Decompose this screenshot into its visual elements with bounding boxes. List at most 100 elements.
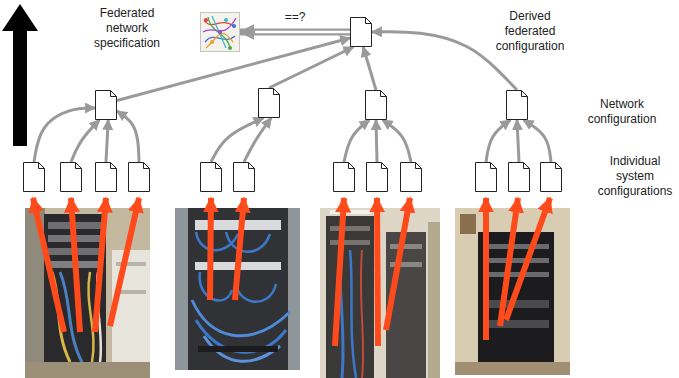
page-outline bbox=[366, 91, 387, 120]
upward-arrow bbox=[2, 4, 38, 146]
thumbnail-dot bbox=[232, 24, 236, 28]
cabinet-photo bbox=[460, 214, 476, 234]
connector-line bbox=[117, 111, 139, 162]
config-document bbox=[475, 162, 497, 192]
config-document bbox=[128, 162, 150, 192]
page-outline bbox=[61, 163, 82, 192]
red-arrow bbox=[335, 198, 344, 346]
room-photo bbox=[350, 250, 356, 378]
page-fold bbox=[556, 163, 562, 169]
connector-group bbox=[34, 32, 551, 162]
page-outline bbox=[234, 163, 255, 192]
thumbnail-dot bbox=[224, 18, 228, 22]
room-photo bbox=[428, 222, 440, 378]
page-outline bbox=[367, 163, 388, 192]
page-fold bbox=[249, 163, 255, 169]
config-document bbox=[95, 162, 117, 192]
connector-line bbox=[244, 118, 271, 162]
page-fold bbox=[381, 91, 387, 97]
cable-photo bbox=[198, 346, 278, 352]
page-fold bbox=[39, 163, 45, 169]
red-arrow bbox=[386, 198, 410, 330]
page-outline bbox=[509, 163, 530, 192]
connector-line bbox=[517, 120, 519, 162]
connector-arrow bbox=[383, 120, 411, 162]
page-outline bbox=[259, 89, 280, 118]
thumbnail-link bbox=[206, 33, 233, 48]
edge-label: ==? bbox=[283, 10, 308, 25]
red-arrow bbox=[210, 198, 211, 300]
rack-photo bbox=[25, 362, 150, 378]
cabinet-photo bbox=[478, 232, 554, 375]
connector-line bbox=[383, 120, 411, 162]
red-arrow bbox=[483, 198, 489, 340]
connector-arrow bbox=[486, 120, 510, 162]
config-document bbox=[258, 88, 280, 118]
connector-arrow bbox=[71, 120, 99, 162]
page-fold bbox=[111, 163, 117, 169]
page-fold bbox=[416, 163, 422, 169]
config-document: Derived federated configuration bbox=[350, 17, 372, 47]
page-outline bbox=[476, 163, 497, 192]
cabinet-photo bbox=[483, 300, 549, 308]
connector-arrow bbox=[344, 120, 369, 162]
connector-arrow bbox=[517, 120, 519, 162]
config-document bbox=[200, 162, 222, 192]
upward-arrow bbox=[2, 4, 38, 146]
connector-line bbox=[486, 120, 510, 162]
document-outline bbox=[333, 162, 355, 192]
document-outline bbox=[366, 162, 388, 192]
connector-line bbox=[376, 120, 377, 162]
cable-photo bbox=[235, 272, 276, 302]
red-arrow bbox=[33, 198, 64, 332]
page-fold bbox=[524, 163, 530, 169]
cabinet-photo bbox=[483, 258, 549, 263]
cabinet-photo bbox=[483, 320, 549, 328]
thumbnail-dot bbox=[218, 30, 222, 34]
connector-line bbox=[269, 47, 353, 88]
thumbnail-dot bbox=[228, 46, 232, 50]
connector-arrow bbox=[376, 120, 377, 162]
connector-line bbox=[372, 32, 517, 90]
room-photo bbox=[390, 244, 422, 249]
node-heading: Federated network specification bbox=[88, 6, 166, 51]
room-photo bbox=[330, 240, 370, 245]
page-fold bbox=[111, 91, 117, 97]
document-outline bbox=[506, 90, 528, 120]
config-document bbox=[23, 162, 45, 192]
connector-arrow bbox=[372, 32, 517, 90]
page-outline bbox=[96, 163, 117, 192]
config-document bbox=[95, 90, 117, 120]
connector-line bbox=[344, 120, 369, 162]
thumbnail-link bbox=[212, 16, 226, 48]
document-outline bbox=[258, 88, 280, 118]
document-outline bbox=[200, 162, 222, 192]
config-document bbox=[233, 162, 255, 192]
red-arrow bbox=[95, 198, 106, 332]
room-photo bbox=[361, 250, 363, 378]
thumbnail-image bbox=[200, 12, 240, 52]
page-fold bbox=[382, 163, 388, 169]
thumbnail-dot bbox=[204, 18, 208, 22]
page-outline bbox=[96, 91, 117, 120]
page-outline bbox=[201, 163, 222, 192]
config-document bbox=[540, 162, 562, 192]
connector-line bbox=[71, 120, 99, 162]
connector-arrow bbox=[240, 32, 350, 33]
red-arrow bbox=[33, 198, 550, 346]
thumbnail-link bbox=[203, 18, 236, 32]
level-label: Individual system configurations bbox=[594, 154, 676, 199]
config-document bbox=[508, 162, 530, 192]
connector-arrow bbox=[117, 111, 139, 162]
thumbnail-link bbox=[208, 17, 230, 48]
config-document bbox=[366, 162, 388, 192]
connector-line bbox=[363, 47, 376, 90]
connector-line bbox=[524, 120, 551, 162]
connector-arrow bbox=[244, 118, 271, 162]
node-heading: Derived federated configuration bbox=[485, 9, 575, 54]
red-arrow bbox=[235, 198, 244, 300]
connector-arrow bbox=[363, 47, 376, 90]
